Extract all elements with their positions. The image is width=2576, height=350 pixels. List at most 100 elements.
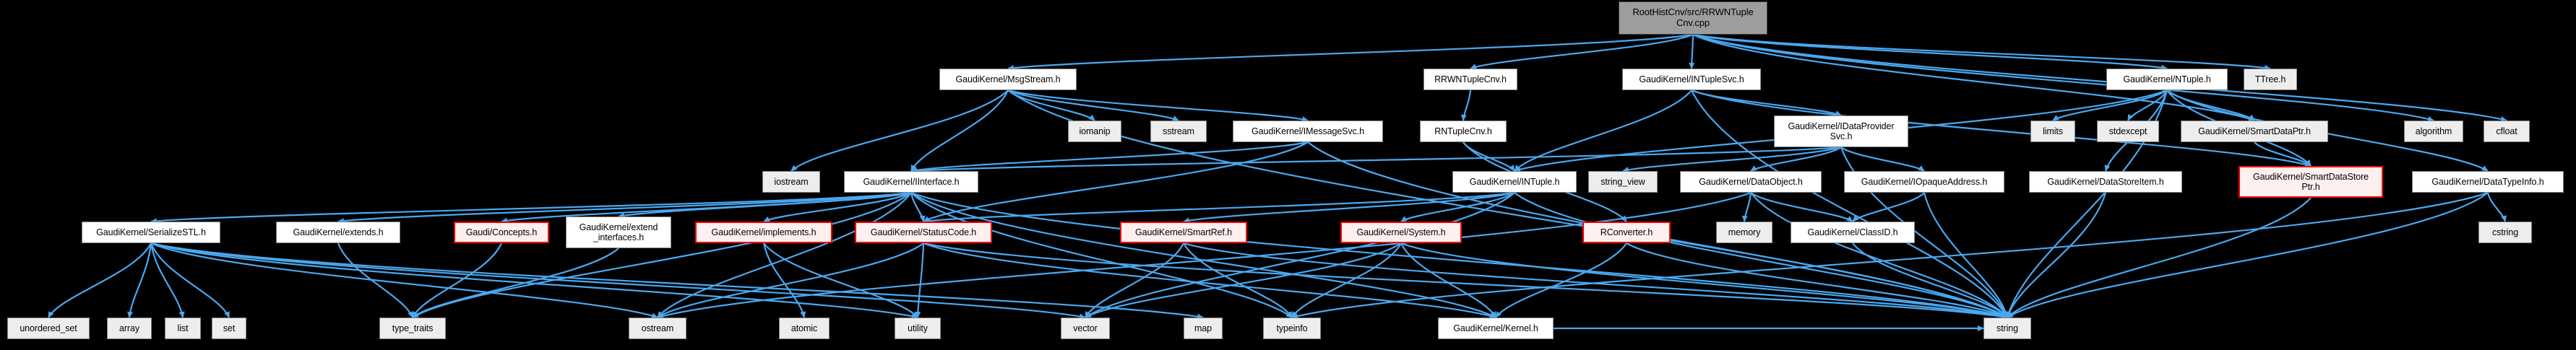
graph-node-string[interactable]: string — [1983, 318, 2031, 339]
graph-node-label: TTree.h — [2254, 74, 2286, 84]
graph-edge-imessagesvc-to-interfaceh — [910, 141, 1309, 173]
graph-node-list[interactable]: list — [165, 318, 201, 339]
graph-node-statuscodeh[interactable]: GaudiKernel/StatusCode.h — [855, 222, 992, 243]
graph-node-label: GaudiKernel/DataObject.h — [1699, 177, 1803, 187]
graph-node-root[interactable]: RootHistCnv/src/RRWNTuple Cnv.cpp — [1619, 1, 1767, 35]
graph-node-rconverterh[interactable]: RConverter.h — [1582, 222, 1671, 243]
graph-node-implementsh[interactable]: GaudiKernel/implements.h — [695, 222, 832, 243]
graph-node-array[interactable]: array — [107, 318, 152, 339]
graph-node-conceptsh[interactable]: Gaudi/Concepts.h — [454, 222, 549, 243]
graph-node-label: GaudiKernel/Kernel.h — [1453, 323, 1538, 333]
graph-node-smartrefh[interactable]: GaudiKernel/SmartRef.h — [1120, 222, 1247, 243]
graph-edge-root-to-msgstream — [1007, 33, 1694, 71]
graph-node-intupleh[interactable]: GaudiKernel/INTuple.h — [1452, 171, 1577, 193]
graph-node-label: GaudiKernel/IOpaqueAddress.h — [1861, 177, 1988, 187]
graph-node-label: GaudiKernel/SerializeSTL.h — [96, 227, 206, 237]
graph-node-rrwntuplecnv[interactable]: RRWNTupleCnv.h — [1423, 69, 1517, 90]
graph-node-classidh[interactable]: GaudiKernel/ClassID.h — [1791, 222, 1915, 243]
graph-node-ostream[interactable]: ostream — [629, 318, 686, 339]
graph-edge-root-to-intuplesvc — [1689, 34, 1695, 69]
graph-edge-systemh-to-string — [1400, 242, 2008, 319]
graph-node-label: cstring — [2491, 227, 2519, 237]
graph-node-label: GaudiKernel/SmartDataPtr.h — [2198, 126, 2311, 136]
graph-node-label: GaudiKernel/StatusCode.h — [870, 227, 977, 237]
graph-edge-msgstream-to-sstream — [1007, 89, 1179, 122]
graph-edge-idataprovidersvc-to-iopaqueaddressh — [1840, 146, 1925, 172]
graph-node-kernelh[interactable]: GaudiKernel/Kernel.h — [1438, 318, 1554, 339]
graph-node-label: RConverter.h — [1600, 227, 1653, 237]
graph-edge-interfaceh-to-statuscodeh — [910, 192, 926, 222]
graph-node-memory[interactable]: memory — [1716, 222, 1772, 243]
graph-node-vector[interactable]: vector — [1061, 318, 1110, 339]
graph-node-extendinterfacesh[interactable]: GaudiKernel/extend _interfaces.h — [566, 216, 671, 248]
graph-node-unordered_set[interactable]: unordered_set — [7, 318, 90, 339]
graph-node-cfloat[interactable]: cfloat — [2484, 121, 2530, 142]
graph-node-datastoreitemh[interactable]: GaudiKernel/DataStoreItem.h — [2029, 171, 2182, 193]
graph-node-idataprovidersvc[interactable]: GaudiKernel/IDataProvider Svc.h — [1774, 115, 1908, 147]
graph-node-typeinfo[interactable]: typeinfo — [1263, 318, 1321, 339]
graph-edge-imessagesvc-to-statuscodeh — [923, 141, 1309, 222]
graph-node-ntupleh[interactable]: GaudiKernel/NTuple.h — [2106, 69, 2228, 90]
graph-node-limits[interactable]: limits — [2030, 121, 2075, 142]
graph-node-map[interactable]: map — [1184, 318, 1223, 339]
graph-node-systemh[interactable]: GaudiKernel/System.h — [1340, 222, 1462, 243]
graph-node-utility[interactable]: utility — [895, 318, 941, 339]
graph-node-interfaceh[interactable]: GaudiKernel/IInterface.h — [844, 171, 978, 193]
graph-node-atomic[interactable]: atomic — [779, 318, 830, 339]
graph-edge-iopaqueaddressh-to-classidh — [1852, 192, 1925, 222]
graph-node-label: utility — [908, 323, 928, 333]
graph-node-intuplesvc[interactable]: GaudiKernel/INTupleSvc.h — [1622, 69, 1761, 90]
graph-edge-smartdataptrh-to-smartdatastoreptr — [2254, 141, 2312, 167]
graph-node-label: GaudiKernel/SmartRef.h — [1135, 227, 1232, 237]
graph-node-smartdatastoreptr[interactable]: GaudiKernel/SmartDataStore Ptr.h — [2239, 166, 2383, 198]
graph-edge-interfaceh-to-conceptsh — [501, 191, 912, 224]
graph-node-rntuplecnv[interactable]: RNTupleCnv.h — [1420, 121, 1507, 142]
graph-node-algorithm[interactable]: algorithm — [2404, 121, 2463, 142]
graph-node-label: RNTupleCnv.h — [1434, 126, 1492, 136]
graph-edge-serializestlh-to-utility — [150, 242, 918, 320]
graph-node-datatypeinfoh[interactable]: GaudiKernel/DataTypeInfo.h — [2412, 171, 2564, 193]
graph-node-label: GaudiKernel/ClassID.h — [1807, 227, 1898, 237]
graph-edge-msgstream-to-interfaceh — [910, 89, 1009, 172]
graph-node-sstream[interactable]: sstream — [1150, 121, 1207, 142]
graph-node-label: typeinfo — [1276, 323, 1308, 333]
graph-node-stdexcept[interactable]: stdexcept — [2097, 121, 2159, 142]
graph-edge-rrwntuplecnv-to-rntuplecnv — [1460, 89, 1472, 121]
graph-node-msgstream[interactable]: GaudiKernel/MsgStream.h — [939, 69, 1077, 90]
graph-node-imessagesvc[interactable]: GaudiKernel/IMessageSvc.h — [1233, 121, 1383, 142]
graph-edge-rconverterh-to-kernelh — [1495, 242, 1627, 318]
graph-edge-smartrefh-to-typeinfo — [1183, 242, 1293, 318]
graph-node-label: cfloat — [2496, 126, 2517, 136]
graph-node-iostream[interactable]: iostream — [762, 171, 820, 193]
graph-node-serializestlh[interactable]: GaudiKernel/SerializeSTL.h — [82, 222, 220, 243]
graph-node-dataobjecth[interactable]: GaudiKernel/DataObject.h — [1680, 171, 1822, 193]
graph-edge-serializestlh-to-ostream — [150, 242, 658, 319]
graph-edge-smartrefh-to-vector — [1085, 242, 1184, 318]
graph-edge-root-to-cfloat — [1692, 33, 2507, 122]
graph-edge-dataobjecth-to-classidh — [1750, 192, 1853, 222]
graph-edge-dataobjecth-to-string — [1750, 192, 2008, 318]
graph-node-type_traits[interactable]: type_traits — [379, 318, 446, 339]
graph-edge-intupleh-to-string — [1514, 192, 2008, 318]
graph-node-label: GaudiKernel/IDataProvider Svc.h — [1788, 121, 1895, 141]
graph-edge-implementsh-to-atomic — [762, 242, 806, 318]
graph-node-extendsh[interactable]: GaudiKernel/extends.h — [276, 222, 400, 243]
graph-node-label: string_view — [1601, 177, 1645, 187]
graph-edge-intuplesvc-to-intupleh — [1514, 89, 1692, 172]
graph-node-set[interactable]: set — [212, 318, 246, 339]
graph-edge-interfaceh-to-string — [910, 191, 2008, 319]
graph-node-treeh[interactable]: TTree.h — [2244, 69, 2297, 90]
graph-node-string_view[interactable]: string_view — [1588, 171, 1658, 193]
graph-edge-interfaceh-to-serializestlh — [150, 191, 912, 224]
graph-edge-serializestlh-to-list — [150, 242, 185, 318]
graph-node-iomanip[interactable]: iomanip — [1068, 121, 1121, 142]
graph-edge-systemh-to-vector — [1085, 242, 1402, 318]
graph-node-smartdataptrh[interactable]: GaudiKernel/SmartDataPtr.h — [2181, 121, 2328, 142]
graph-edge-serializestlh-to-unordered_set — [48, 242, 152, 318]
graph-edge-rconverterh-to-string — [1626, 242, 2008, 318]
graph-node-cstring[interactable]: cstring — [2478, 222, 2532, 243]
graph-node-label: iostream — [774, 177, 809, 187]
graph-node-iopaqueaddressh[interactable]: GaudiKernel/IOpaqueAddress.h — [1844, 171, 2004, 193]
graph-node-label: RootHistCnv/src/RRWNTuple Cnv.cpp — [1632, 6, 1754, 28]
